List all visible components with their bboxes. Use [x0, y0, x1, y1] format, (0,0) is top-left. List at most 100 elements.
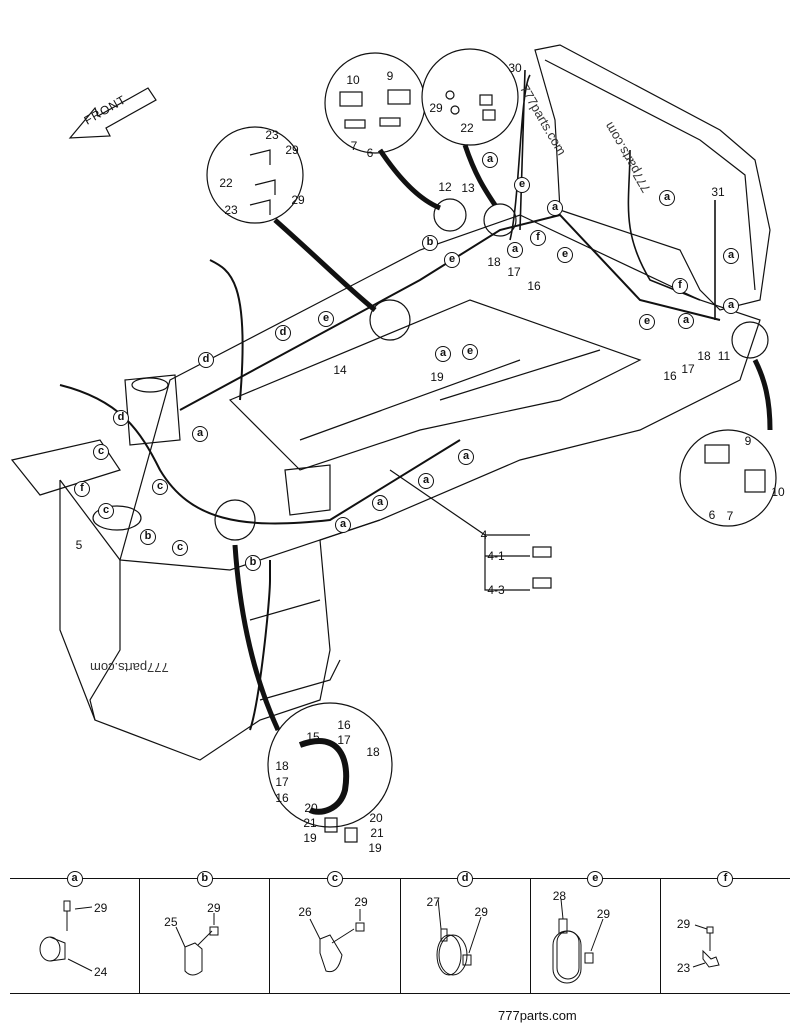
callout-number: 11	[717, 349, 731, 363]
inset-circle-bottom	[267, 702, 393, 828]
footer-watermark: 777parts.com	[498, 1008, 577, 1023]
frame-line-art	[10, 44, 777, 843]
clamp-a-icon	[39, 900, 93, 972]
clamp-callout-a: a	[678, 313, 694, 329]
callout-number: 13	[461, 181, 475, 195]
part-number: 29	[207, 901, 221, 915]
front-arrow-icon	[68, 87, 157, 139]
callout-number: 18	[275, 759, 289, 773]
cab-frame	[534, 44, 771, 311]
legend-cell-b: b 25 29	[139, 871, 269, 993]
clamp-callout-c: c	[93, 444, 109, 460]
clamp-callout-a: a	[335, 517, 351, 533]
legend-key: c	[326, 871, 343, 887]
upper-frame	[119, 214, 761, 571]
part-number: 28	[552, 889, 567, 903]
callout-number: 16	[337, 718, 351, 732]
callout-number: 16	[275, 791, 289, 805]
clamp-callout-a: a	[507, 242, 523, 258]
callout-number: 20	[304, 801, 318, 815]
clamp-callout-d: d	[198, 352, 214, 368]
legend-cell-c: c 26 29	[269, 871, 399, 993]
clamp-callout-f: f	[530, 230, 546, 246]
inset-circle-upper-left	[206, 126, 304, 224]
callout-number: 18	[487, 255, 501, 269]
callout-number: 17	[337, 733, 351, 747]
callout-number: 7	[350, 139, 358, 153]
clamp-callout-a: a	[482, 152, 498, 168]
callout-number: 30	[508, 61, 522, 75]
legend-cell-e: e 28 29	[529, 871, 660, 993]
part-number: 29	[596, 907, 611, 921]
lower-frame	[59, 479, 381, 761]
clamp-callout-e: e	[462, 344, 478, 360]
callout-number: 16	[663, 369, 677, 383]
part-number: 29	[94, 901, 108, 915]
callout-number: 21	[303, 816, 317, 830]
callout-number: 10	[771, 485, 785, 499]
clamp-callout-d: d	[275, 325, 291, 341]
clamp-callout-e: e	[557, 247, 573, 263]
callout-number: 22	[460, 121, 474, 135]
callout-number: 6	[366, 146, 374, 160]
legend-cell-f: f 29 23	[659, 871, 790, 993]
clamp-callout-a: a	[723, 298, 739, 314]
part-number: 24	[94, 965, 108, 979]
clamp-callout-a: a	[418, 473, 434, 489]
clamp-callout-a: a	[547, 200, 563, 216]
callout-number: 7	[726, 509, 734, 523]
detail-circle-left	[214, 499, 256, 541]
clamp-b-icon	[175, 913, 219, 976]
clamp-d-icon	[436, 898, 481, 976]
callout-number: 6	[708, 508, 716, 522]
callout-number: 18	[697, 349, 711, 363]
callout-number: 21	[370, 826, 384, 840]
clamp-callout-e: e	[444, 252, 460, 268]
clamp-callout-e: e	[639, 314, 655, 330]
callout-number: 31	[711, 185, 725, 199]
clamp-callout-a: a	[435, 346, 451, 362]
callout-number: 18	[366, 745, 380, 759]
legend-key: e	[587, 871, 604, 887]
clamp-callout-e: e	[318, 311, 334, 327]
callout-number: 23	[265, 128, 279, 142]
callout-number: 23	[224, 203, 238, 217]
clamp-callout-a: a	[458, 449, 474, 465]
callout-number: 4	[480, 528, 488, 542]
clamp-callout-e: e	[514, 177, 530, 193]
clamp-callout-a: a	[723, 248, 739, 264]
clamp-e-icon	[552, 898, 604, 984]
clamp-callout-f: f	[672, 278, 688, 294]
callout-number: 5	[75, 538, 83, 552]
detail-circle-right	[731, 321, 769, 359]
legend-key: d	[457, 871, 474, 887]
inset-circle-upper-right	[421, 48, 519, 146]
legend-cell-d: d 27 29	[399, 871, 530, 993]
callout-number: 17	[507, 265, 521, 279]
clamp-c-icon	[309, 909, 365, 973]
clamp-f-icon	[692, 924, 720, 968]
callout-number: 9	[744, 434, 752, 448]
callout-number: 16	[527, 279, 541, 293]
clamp-callout-b: b	[245, 555, 261, 571]
legend-key: f	[717, 871, 734, 887]
legend-key: b	[196, 871, 213, 887]
clamp-callout-d: d	[113, 410, 129, 426]
clamp-callout-f: f	[74, 481, 90, 497]
legend-key: a	[66, 871, 83, 887]
part-number: 29	[474, 905, 488, 919]
callout-number: 4-1	[487, 549, 505, 563]
part-number: 27	[426, 895, 440, 909]
clamp-callout-b: b	[140, 529, 156, 545]
callout-number: 14	[333, 363, 347, 377]
clamp-callout-c: c	[152, 479, 168, 495]
callout-number: 12	[438, 180, 452, 194]
clamp-callout-c: c	[98, 503, 114, 519]
detail-circle-center	[369, 299, 411, 341]
part-number: 29	[676, 917, 691, 931]
watermark: 777parts.com	[90, 660, 169, 675]
legend-cell-a: a 29 24	[10, 871, 139, 993]
callout-number: 4-3	[487, 583, 505, 597]
callout-number: 19	[368, 841, 382, 855]
